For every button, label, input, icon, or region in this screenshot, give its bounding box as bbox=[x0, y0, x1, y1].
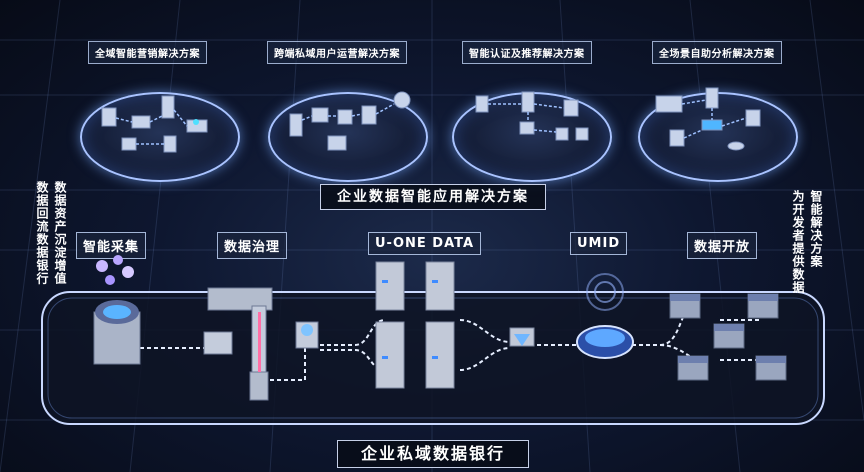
solution-label-1: 全域智能营销解决方案 bbox=[88, 41, 207, 64]
governance-pipeline-icon bbox=[203, 287, 319, 401]
right-side-text-col1: 智能解决方案 bbox=[809, 190, 823, 268]
stage-label-open: 数据开放 bbox=[687, 232, 758, 259]
stage-label-umid: UMID bbox=[570, 232, 628, 255]
recommend-devices-icon bbox=[475, 91, 589, 141]
solution-label-2: 跨端私域用户运营解决方案 bbox=[267, 41, 407, 64]
right-side-text-col2: 为开发者提供数据 bbox=[791, 190, 805, 294]
left-side-text-col1: 数据资产沉淀增值 bbox=[53, 181, 67, 285]
solution-disc-marketing bbox=[80, 92, 240, 182]
bank-title: 企业私域数据银行 bbox=[337, 440, 529, 468]
stage-label-governance: 数据治理 bbox=[217, 232, 288, 259]
stage-label-collection: 智能采集 bbox=[76, 232, 147, 259]
filter-funnel-icon bbox=[509, 327, 535, 347]
umid-disc-icon bbox=[576, 273, 634, 359]
analysis-devices-icon bbox=[655, 87, 761, 151]
user-ops-devices-icon bbox=[289, 91, 411, 151]
marketing-devices-icon bbox=[101, 95, 208, 153]
application-title: 企业数据智能应用解决方案 bbox=[320, 184, 546, 210]
uonedata-servers-icon bbox=[375, 261, 455, 389]
data-open-servers-icon bbox=[669, 293, 787, 381]
collection-device-icon bbox=[93, 255, 141, 365]
solution-label-3: 智能认证及推荐解决方案 bbox=[462, 41, 592, 64]
left-side-text-col2: 数据回流数据银行 bbox=[35, 181, 49, 285]
solution-label-4: 全场景自助分析解决方案 bbox=[652, 41, 782, 64]
stage-label-uonedata: U-ONE DATA bbox=[368, 232, 482, 255]
